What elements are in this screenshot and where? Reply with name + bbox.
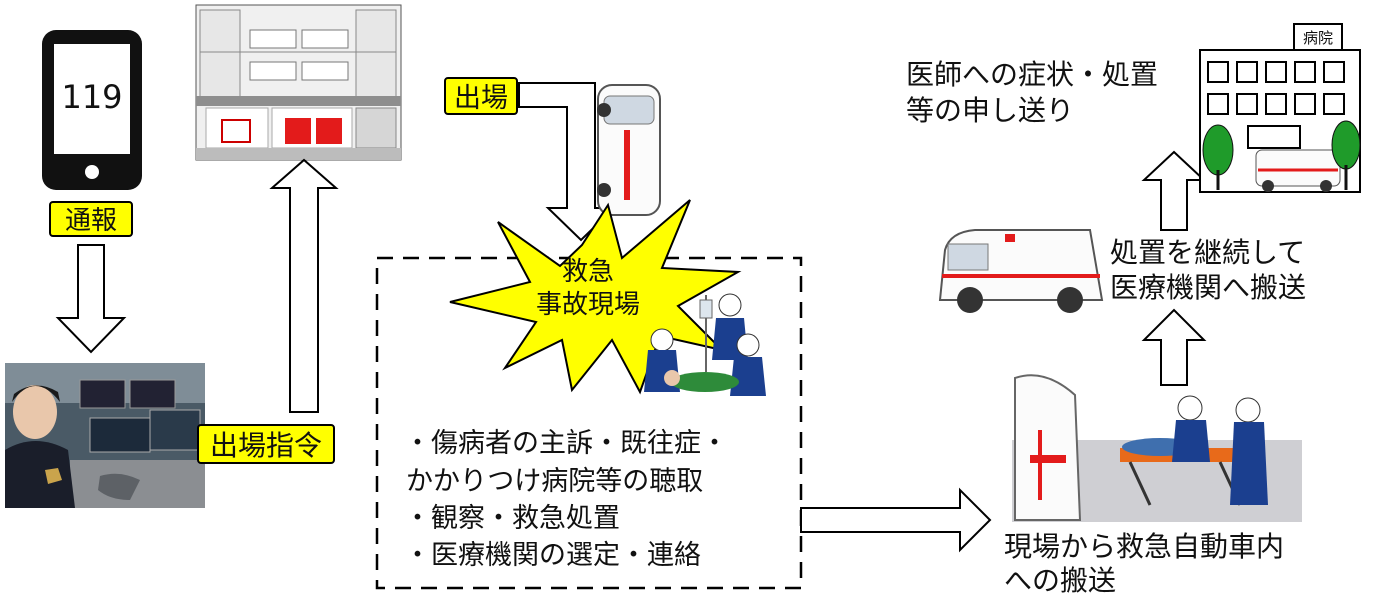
report-label: 通報 <box>65 206 117 236</box>
continue-text-line1: 処置を継続して <box>1110 236 1305 269</box>
ambulance-side-view <box>938 229 1104 313</box>
scene-bullet-2: かかりつけ病院等の聴取 <box>406 466 703 497</box>
smartphone-icon <box>42 30 142 190</box>
dispatch-order-label-box <box>197 424 335 464</box>
scene-bullet-4: ・医療機関の選定・連絡 <box>404 540 701 571</box>
continue-text-line2: 医療機関へ搬送 <box>1110 271 1306 304</box>
handover-text-line2: 等の申し送り <box>906 94 1074 127</box>
dispatch-order-label: 出場指令 <box>210 429 322 462</box>
arrow-up-to-station <box>269 158 339 413</box>
arrow-right-to-transport <box>800 487 992 553</box>
departure-label: 出場 <box>454 83 508 114</box>
accident-burst-shape <box>449 199 742 395</box>
paramedics-treating-patient <box>644 293 766 396</box>
report-label-box <box>49 201 133 237</box>
burst-text-line2: 事故現場 <box>536 290 640 320</box>
burst-text-line1: 救急 <box>562 257 614 287</box>
fire-station-building <box>195 4 402 161</box>
departure-label-box <box>444 77 518 115</box>
transport-text-line2: への搬送 <box>1004 564 1116 596</box>
handover-text-line1: 医師への症状・処置 <box>906 58 1158 91</box>
scene-bullet-1: ・傷病者の主訴・既往症・ <box>404 428 728 459</box>
ambulance-top-view <box>597 84 661 216</box>
dispatch-operator-photo <box>5 363 205 508</box>
phone-screen-number: 119 <box>61 78 122 116</box>
arrow-up-to-hospital <box>1141 150 1207 231</box>
scene-bullet-3: ・観察・救急処置 <box>404 503 620 534</box>
hospital-sign-text: 病院 <box>1303 29 1333 47</box>
stretcher-loading-scene <box>1012 374 1302 522</box>
arrow-up-to-ambulance <box>1141 308 1207 386</box>
transport-text-line1: 現場から救急自動車内 <box>1004 530 1284 563</box>
hospital-building <box>1199 23 1361 193</box>
arrow-down-to-dispatch <box>55 244 127 354</box>
arrow-departure-to-scene <box>518 82 617 242</box>
